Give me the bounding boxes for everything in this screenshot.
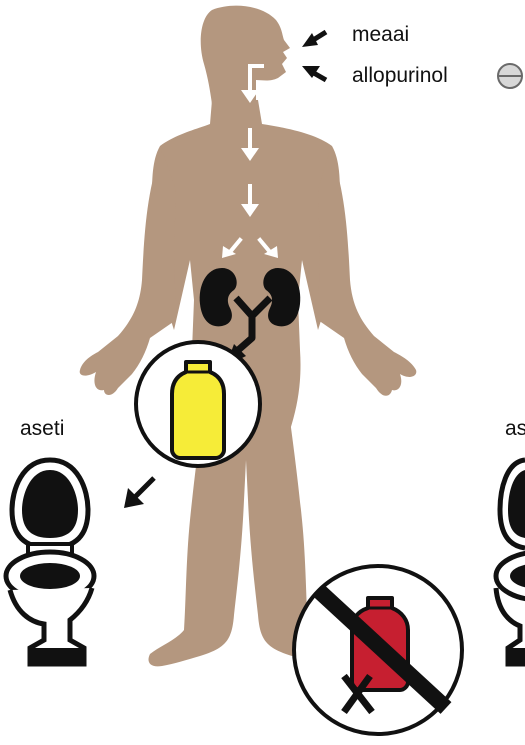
toilet-icon xyxy=(6,460,94,664)
toilet-right-label: as xyxy=(505,418,525,439)
pill-icon xyxy=(498,64,522,88)
food-label: meaai xyxy=(352,24,409,45)
drug-label: allopurinol xyxy=(352,65,448,86)
arrow-icon xyxy=(302,66,326,80)
toilet-icon xyxy=(496,460,525,664)
arrow-icon xyxy=(124,478,154,508)
arrow-icon xyxy=(302,32,326,47)
yellow-urine-bottle-icon xyxy=(136,342,260,466)
toilet-left-label: aseti xyxy=(20,418,64,439)
